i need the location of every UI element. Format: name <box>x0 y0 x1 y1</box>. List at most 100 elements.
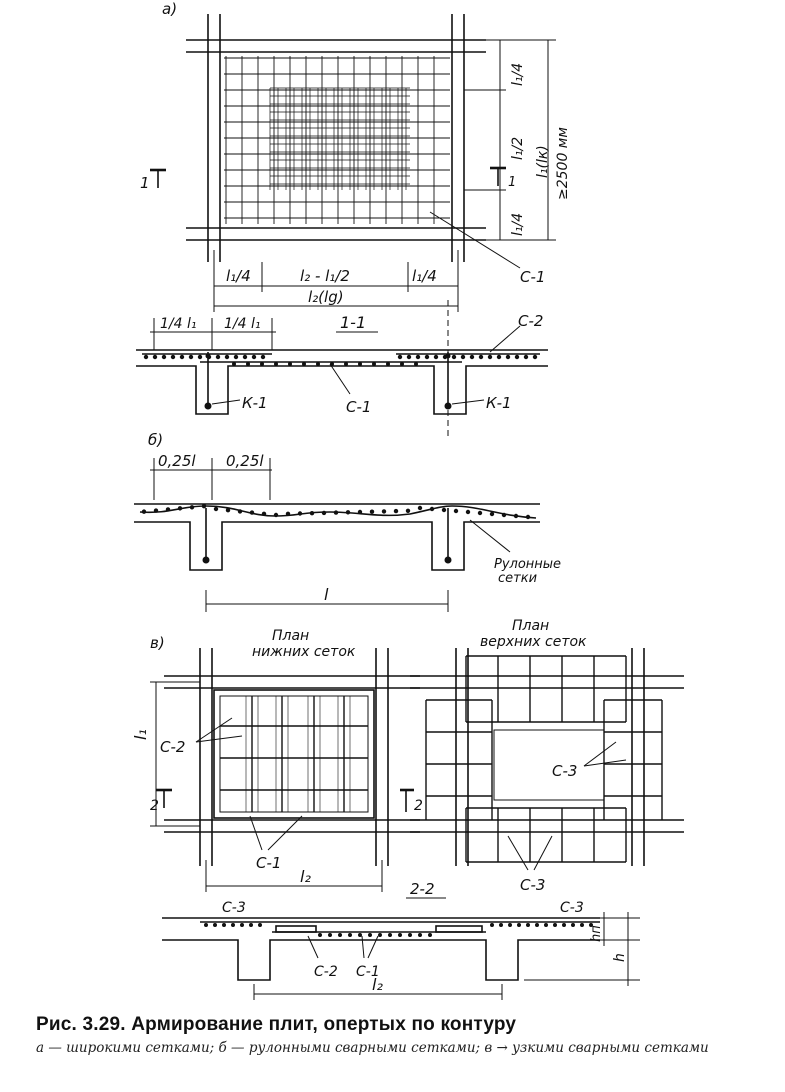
rebar-dot <box>204 923 208 927</box>
frame-k1-right: К-1 <box>486 394 512 412</box>
rebar-dot <box>170 354 176 360</box>
rebar-dot <box>249 923 253 927</box>
rebar-dot <box>316 362 320 366</box>
mesh-c3-leaders-plan: С-3 С-3 <box>507 741 627 894</box>
rebar-dot <box>249 510 255 515</box>
rebar-dot <box>553 923 557 927</box>
rebar-dot <box>231 923 235 927</box>
section-2-2-title: 2-2 <box>410 880 435 898</box>
rebar-dot <box>338 933 342 937</box>
rebar-dot <box>388 933 392 937</box>
rebar-dot <box>580 923 584 927</box>
part-c-plans: в) План нижних сеток План верхних сеток <box>131 618 684 894</box>
rebar-dot <box>429 506 435 512</box>
rebar-dot <box>358 933 362 937</box>
dim-x-quarter-left: l₁/4 <box>226 267 251 285</box>
rebar-dot <box>589 923 593 927</box>
part-a-horizontal-dimensions: l₁/4 l₂ - l₁/2 l₁/4 l₂(lg) <box>213 250 459 312</box>
part-a-mesh-dense <box>269 87 410 190</box>
plan-upper-grid <box>425 655 663 863</box>
rebar-dot <box>381 509 387 514</box>
rebar-dot <box>499 923 503 927</box>
rebar-dot <box>232 362 236 366</box>
svg-text:l₁: l₁ <box>131 729 150 740</box>
figure-caption: Рис. 3.29. Армирование плит, опертых по … <box>36 1014 776 1056</box>
rebar-dot <box>517 923 521 927</box>
rebar-dot <box>415 354 421 360</box>
rebar-dot <box>357 509 363 515</box>
rebar-dot <box>225 508 231 513</box>
rebar-dot <box>258 923 262 927</box>
plan-lower-title-1: План <box>272 628 309 644</box>
rebar-dot <box>302 362 306 366</box>
part-a-mesh-coarse <box>224 56 450 224</box>
rebar-dot <box>501 512 507 518</box>
rebar-dot <box>309 511 315 516</box>
rebar-dot <box>285 511 291 516</box>
rebar-dot <box>348 933 352 937</box>
section-1-1: 1/4 l₁ 1/4 l₁ 1-1 К-1 К-1 С-1 С-2 <box>136 300 548 440</box>
section-2-2-c1: С-1 <box>356 964 380 980</box>
part-b-note-line1: Рулонные <box>494 557 561 572</box>
rebar-dot <box>418 933 422 937</box>
rebar-dot <box>240 923 244 927</box>
rebar-dot <box>469 354 475 360</box>
plan-upper-beams <box>410 648 684 866</box>
rebar-dot <box>201 503 207 509</box>
rebar-dot <box>508 923 512 927</box>
rebar-dot <box>505 354 511 360</box>
dim-quarter-top: l₁/4 <box>510 63 526 86</box>
section-1-1-dim-b: 1/4 l₁ <box>224 316 260 332</box>
mesh-c1-leader: С-1 <box>429 211 545 286</box>
section-1-1-bars <box>143 354 538 366</box>
rebar-dot <box>213 506 219 512</box>
plan-lower-beams <box>164 648 420 866</box>
mesh-c1-label: С-1 <box>346 398 371 416</box>
rebar-dot <box>513 513 519 519</box>
rebar-dot <box>141 509 147 514</box>
rebar-dot <box>368 933 372 937</box>
caption-description: а — широкими сетками; б — рулонными свар… <box>36 1040 709 1056</box>
rebar-dot <box>153 508 159 513</box>
svg-text:С-3: С-3 <box>520 876 545 894</box>
rebar-dot <box>405 508 411 513</box>
rebar-dot <box>344 362 348 366</box>
section-2-2-c2: С-2 <box>314 964 338 980</box>
rebar-dot <box>453 508 459 514</box>
section-2-2-c3-left: С-3 <box>222 900 246 916</box>
rebar-dot <box>358 362 362 366</box>
svg-text:1: 1 <box>140 174 150 192</box>
part-c-dim-l1: l₁ <box>131 681 200 827</box>
rebar-dot <box>273 512 279 518</box>
svg-text:2: 2 <box>414 798 423 814</box>
rebar-dot <box>400 362 404 366</box>
section-2-2: 2-2 С-3 С-3 С-2 С-1 hп h l₂ <box>162 880 640 1000</box>
frame-k1-left: К-1 <box>242 394 268 412</box>
rebar-dot <box>487 354 493 360</box>
dim-l2: l₂(lg) <box>308 288 344 306</box>
dim-min-length: ≥2500 мм <box>555 127 571 200</box>
rebar-dot <box>197 354 203 360</box>
svg-text:2: 2 <box>150 798 159 814</box>
part-a-beams <box>186 14 486 262</box>
rebar-dot <box>242 354 248 360</box>
svg-text:С-1: С-1 <box>256 854 281 872</box>
rebar-dot <box>525 514 531 520</box>
svg-text:hп: hп <box>589 925 604 942</box>
rebar-dot <box>544 923 548 927</box>
rebar-dot <box>490 923 494 927</box>
rebar-dot <box>224 354 230 360</box>
rebar-dot <box>251 354 257 360</box>
rebar-dot <box>398 933 402 937</box>
dim-x-middle: l₂ - l₁/2 <box>300 267 350 285</box>
svg-text:l₂: l₂ <box>372 975 383 994</box>
part-c-dim-l2: l₂ <box>205 860 383 892</box>
rebar-dot <box>152 354 158 360</box>
plan-upper-title-1: План <box>512 618 549 634</box>
svg-text:С-2: С-2 <box>160 738 185 756</box>
section-mark-2: 2 2 <box>150 788 423 814</box>
rebar-dot <box>477 510 483 516</box>
rebar-dot <box>143 354 149 360</box>
rebar-dot <box>393 508 399 514</box>
rebar-dot <box>397 354 403 360</box>
